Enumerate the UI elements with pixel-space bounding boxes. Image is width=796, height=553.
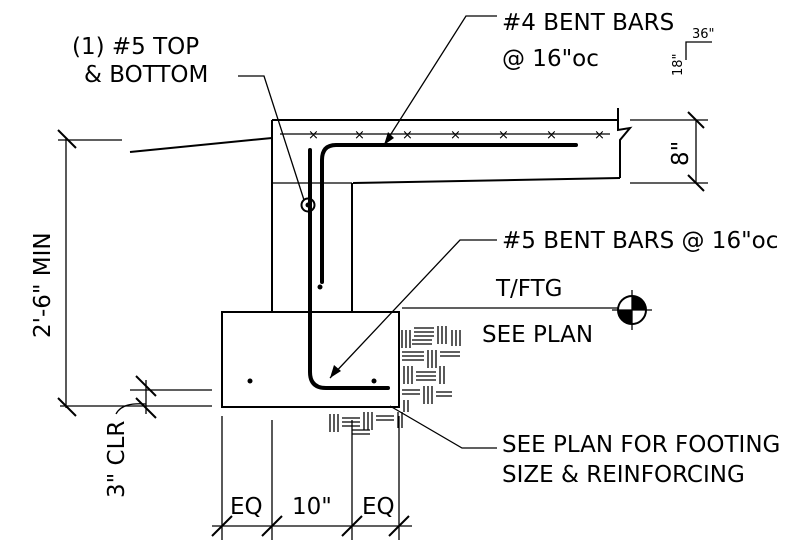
x-mark: × [354, 128, 365, 143]
label-bent5: #5 BENT BARS @ 16"oc [502, 228, 778, 254]
slab-break-line [617, 108, 633, 178]
bar-dot [317, 284, 323, 290]
x-mark: × [594, 128, 605, 143]
soil-hatch [329, 326, 461, 435]
label-dim-wall: 10" [292, 494, 332, 520]
label-clear-cover: 3" CLR [104, 421, 130, 498]
bent-bar-4 [320, 143, 578, 284]
arrowhead [330, 365, 341, 378]
reinforcing: × × × × × × × [247, 128, 610, 390]
label-tftg: T/FTG [495, 276, 563, 302]
label-slab-thickness: 8" [668, 141, 694, 166]
label-top-bottom-line1: (1) #5 TOP [72, 34, 199, 60]
x-mark: × [450, 128, 461, 143]
x-mark: × [308, 128, 319, 143]
label-see-plan: SEE PLAN [482, 322, 593, 348]
dimensions [57, 111, 708, 540]
leader-top-bottom [238, 75, 305, 201]
label-slope-rise: 18" [671, 53, 686, 76]
label-slope-run: 36" [692, 27, 715, 42]
top-bar-circle [300, 197, 316, 213]
leader-bent4 [383, 15, 497, 146]
bar-dot [371, 378, 377, 384]
x-mark: × [546, 128, 557, 143]
x-mark: × [402, 128, 413, 143]
sloped-slab-line [129, 137, 273, 153]
bar-dot [247, 378, 253, 384]
label-footing-note-line2: SIZE & REINFORCING [502, 462, 745, 488]
label-bent4-line2: @ 16"oc [502, 46, 599, 72]
leader-footing-note [389, 405, 497, 449]
slab-bar-x-marks: × × × × × × × [308, 128, 605, 143]
top-bar-dot [305, 202, 311, 208]
x-mark: × [498, 128, 509, 143]
leader-bent5 [329, 239, 497, 379]
label-footing-note-line1: SEE PLAN FOR FOOTING [502, 432, 780, 458]
label-top-bottom-line2: & BOTTOM [84, 62, 208, 88]
slope-indicator [685, 41, 712, 60]
leaders [238, 15, 618, 449]
label-dim-left: EQ [230, 494, 263, 520]
concrete-outline [129, 108, 633, 408]
label-height-min: 2'-6" MIN [30, 232, 56, 338]
slab-bottom-edge [352, 177, 621, 184]
arrowhead [384, 132, 394, 145]
label-dim-right: EQ [362, 494, 395, 520]
elevation-target-symbol [612, 290, 652, 330]
bent-bar-5 [308, 148, 390, 390]
label-bent4-line1: #4 BENT BARS [502, 10, 674, 36]
